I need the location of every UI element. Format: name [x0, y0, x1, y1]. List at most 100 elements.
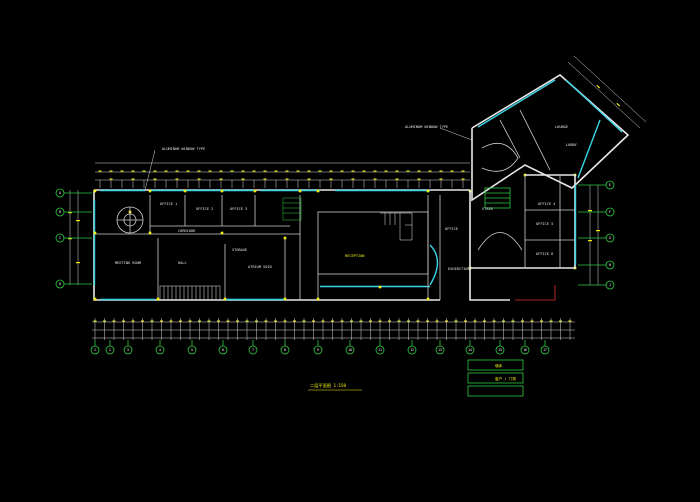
- dimension-tick: [241, 178, 245, 180]
- dimension-tick: [439, 170, 443, 172]
- main-building-walls: [93, 173, 577, 301]
- axis-label: 16: [523, 348, 527, 352]
- room-label: STAIR: [482, 207, 494, 211]
- callout-2: ALUMINUM WINDOW TYPE: [405, 125, 473, 141]
- dimension-tick: [285, 178, 289, 180]
- axis-label: J: [609, 283, 611, 287]
- dimension-tick: [395, 170, 399, 172]
- room-label: RECEPTION: [345, 254, 364, 258]
- axis-label: H: [609, 263, 611, 267]
- structural-column: [283, 297, 287, 301]
- dimension-tick: [175, 170, 179, 172]
- dimension-tick: [274, 170, 278, 172]
- room-label: OFFICE 3: [230, 207, 247, 211]
- axis-bubbles-right: E F G H J: [578, 180, 615, 290]
- axis-bubble: [605, 260, 615, 270]
- legend-text-2: 窗户 / 门洞: [495, 376, 516, 381]
- stair-east: [380, 212, 413, 241]
- dimension-tick: [362, 170, 366, 172]
- axis-bubble: [105, 345, 115, 355]
- dimension-tick: [219, 178, 223, 180]
- axis-label: 1: [94, 348, 96, 352]
- east-wing-dimension: [567, 55, 647, 129]
- axis-bubble: [345, 345, 355, 355]
- dimension-tick: [450, 170, 454, 172]
- dimension-tick: [373, 178, 377, 180]
- dimension-tick: [120, 170, 124, 172]
- axis-bubble: [465, 345, 475, 355]
- axis-label: D: [59, 282, 61, 286]
- structural-column: [148, 231, 152, 235]
- structural-column: [378, 285, 382, 289]
- axis-bubble: [605, 280, 615, 290]
- room-label: ATRIUM VOID: [248, 265, 272, 269]
- curved-walls: [429, 142, 523, 286]
- dimension-tick: [285, 170, 289, 172]
- dimension-tick: [406, 170, 410, 172]
- dimension-tick: [329, 178, 333, 180]
- dimension-tick: [186, 170, 190, 172]
- dimension-tick: [340, 170, 344, 172]
- drawing-title-block: 二层平面图 1:150: [308, 383, 362, 391]
- dimension-tick: [439, 178, 443, 180]
- axis-label: A: [59, 191, 61, 195]
- dimension-tick: [142, 170, 146, 172]
- axis-label: G: [609, 236, 611, 240]
- axis-bubble: [605, 180, 615, 190]
- dimension-tick: [109, 170, 113, 172]
- axis-label: 7: [252, 348, 254, 352]
- structural-column: [93, 231, 97, 235]
- dimension-tick: [296, 170, 300, 172]
- structural-column: [253, 189, 257, 193]
- axis-bubble: [495, 345, 505, 355]
- axis-label: F: [609, 210, 611, 214]
- spiral-stair: [116, 206, 144, 234]
- axis-label: 4: [159, 348, 161, 352]
- axis-label: 14: [468, 348, 472, 352]
- legend: 墙体 窗户 / 门洞: [467, 359, 524, 397]
- structural-column: [426, 189, 430, 193]
- dimension-tick: [461, 178, 465, 180]
- axis-bubble: [218, 345, 228, 355]
- axis-bubble: [55, 207, 65, 217]
- structural-column: [220, 231, 224, 235]
- left-dimensions: [68, 190, 80, 285]
- axis-label: 3: [127, 348, 129, 352]
- axis-bubble: [605, 207, 615, 217]
- axis-bubble: [248, 345, 258, 355]
- axis-label: E: [609, 183, 611, 187]
- axis-bubble: [55, 233, 65, 243]
- dimension-tick: [208, 170, 212, 172]
- structural-column: [223, 297, 227, 301]
- room-label: HALL: [178, 261, 187, 265]
- callout-1: ALUMINUM WINDOW TYPE: [144, 147, 205, 191]
- axis-bubble: [540, 345, 550, 355]
- dimension-tick: [252, 170, 256, 172]
- dimension-tick: [351, 178, 355, 180]
- dimension-tick: [307, 170, 311, 172]
- dimension-tick: [417, 170, 421, 172]
- axis-label: 13: [438, 348, 442, 352]
- structural-column: [298, 189, 302, 193]
- structural-column: [93, 297, 97, 301]
- dimension-tick: [384, 170, 388, 172]
- axis-bubble: [187, 345, 197, 355]
- axis-bubble: [123, 345, 133, 355]
- stair-central: [282, 197, 302, 221]
- top-dimensions: [95, 162, 470, 188]
- dimension-tick: [428, 170, 432, 172]
- structural-column: [93, 189, 97, 193]
- structural-column: [426, 297, 430, 301]
- axis-label: 2: [109, 348, 111, 352]
- dimension-tick: [263, 178, 267, 180]
- legend-text-1: 墙体: [495, 363, 503, 368]
- axis-label: 6: [222, 348, 224, 352]
- structural-column: [156, 297, 160, 301]
- dimension-tick: [164, 170, 168, 172]
- dimension-tick: [329, 170, 333, 172]
- room-labels: OFFICE 1 OFFICE 2 OFFICE 3 CORRIDOR MEET…: [115, 125, 578, 271]
- axis-bubble: [605, 233, 615, 243]
- room-label: OFFICE 6: [536, 252, 553, 256]
